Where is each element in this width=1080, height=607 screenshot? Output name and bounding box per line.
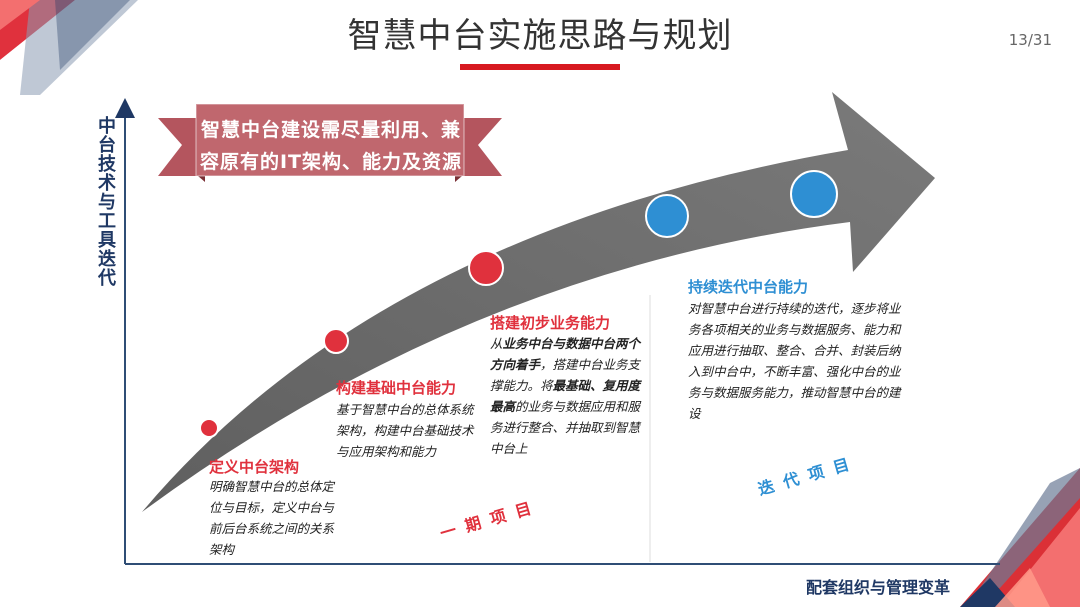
corner-decoration-bottom-right bbox=[960, 468, 1080, 607]
stage3-desc-part: 从 bbox=[490, 336, 503, 351]
stage3-desc-part: 的业务与数据应用和服务进行整合、并抽取到智慧中台上 bbox=[490, 399, 641, 456]
stage4-description: 对智慧中台进行持续的迭代，逐步将业务各项相关的业务与数据服务、能力和应用进行抽取… bbox=[688, 301, 901, 421]
stage3-desc-part: 最基础、复用度最高 bbox=[490, 378, 641, 414]
stage2-dot bbox=[323, 328, 349, 354]
banner-text: 智慧中台建设需尽量利用、兼容原有的IT架构、能力及资源 bbox=[199, 119, 463, 173]
stage3-desc-part: 业务中台与数据中台两个方向着手 bbox=[490, 336, 641, 372]
stage2-title: 构建基础中台能力 bbox=[336, 379, 457, 397]
stage4-dot bbox=[645, 194, 689, 238]
stage1-dot bbox=[199, 418, 219, 438]
stage5-dot bbox=[790, 170, 838, 218]
stage3-title: 搭建初步业务能力 bbox=[490, 314, 611, 332]
page-title: 智慧中台实施思路与规划 bbox=[347, 16, 733, 56]
page-number: 13/31 bbox=[1008, 31, 1052, 49]
stage3-description: 从业务中台与数据中台两个方向着手，搭建中台业务支撑能力。将最基础、复用度最高的业… bbox=[490, 333, 650, 459]
corner-decoration-top-left bbox=[0, 0, 138, 95]
title-underline bbox=[460, 64, 620, 70]
stage3-desc-part: ，搭建中台业务支撑能力。将 bbox=[490, 357, 641, 393]
x-axis-label: 配套组织与管理变革 bbox=[806, 578, 951, 597]
banner-ribbon bbox=[158, 103, 502, 182]
stage4-title: 持续迭代中台能力 bbox=[688, 278, 809, 296]
stage3-dot bbox=[468, 250, 504, 286]
y-axis-label: 中台技术与工具迭代 bbox=[95, 116, 116, 287]
stage1-title: 定义中台架构 bbox=[209, 458, 300, 476]
stage1-description: 明确智慧中台的总体定位与目标，定义中台与前后台系统之间的关系架构 bbox=[209, 479, 335, 557]
stage2-description: 基于智慧中台的总体系统架构，构建中台基础技术与应用架构和能力 bbox=[336, 402, 474, 459]
growth-arrow bbox=[142, 92, 935, 512]
